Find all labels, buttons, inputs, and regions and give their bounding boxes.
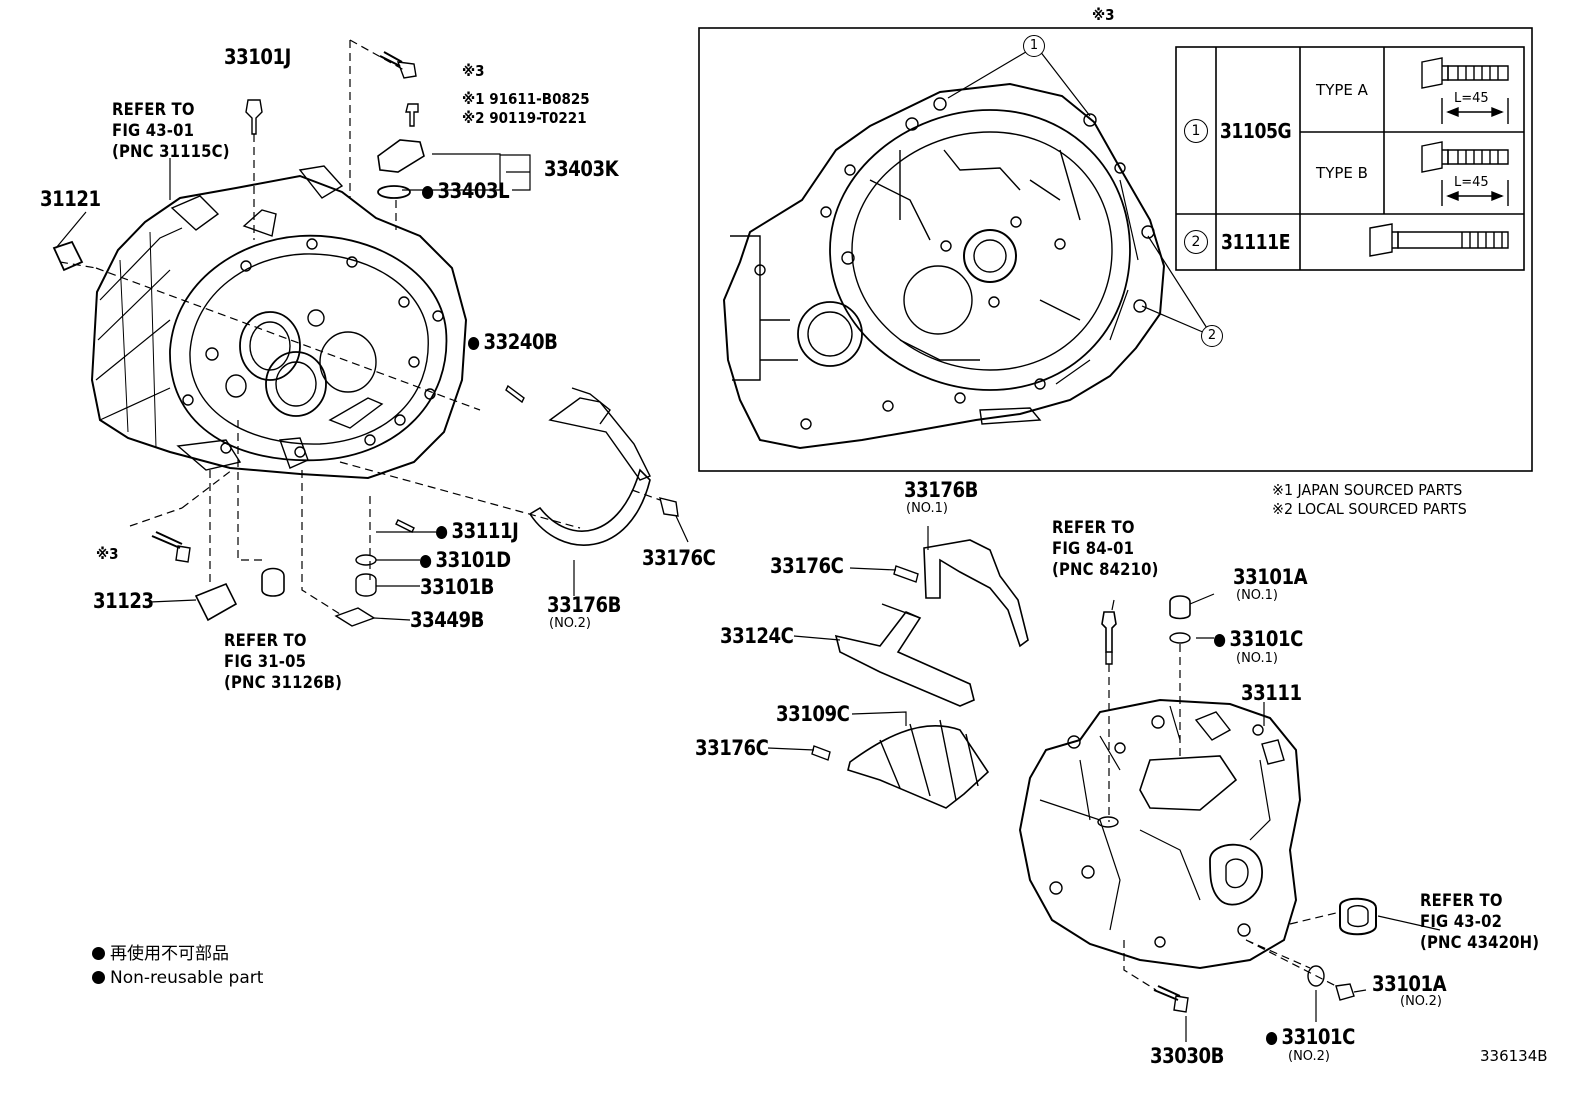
label-33176B-no2[interactable]: 33176B: [547, 593, 622, 617]
label-33030B[interactable]: 33030B: [1150, 1044, 1225, 1068]
table-type-b: TYPE B: [1316, 164, 1368, 182]
inset-frame: [698, 27, 1533, 472]
ref-japan-part[interactable]: ※1 91611-B0825: [462, 90, 590, 108]
inset-callout-1: 1: [1023, 35, 1045, 57]
right-small-parts: [811, 539, 1355, 1013]
label-31123[interactable]: 31123: [93, 589, 154, 613]
label-33101J[interactable]: 33101J: [224, 45, 291, 69]
table-row2-part: 31111E: [1221, 230, 1291, 254]
label-33403K[interactable]: 33403K: [544, 157, 619, 181]
table-len-b: L=45: [1454, 175, 1489, 190]
left-small-parts: [52, 39, 679, 627]
note-mark-3-left: ※3: [96, 545, 119, 563]
table-len-a: L=45: [1454, 91, 1489, 106]
table-row1-part: 31105G: [1219, 118, 1292, 143]
label-33449B[interactable]: 33449B: [410, 608, 485, 632]
transmission-case-drawing: [1018, 698, 1377, 970]
label-33176B-no1[interactable]: 33176B: [904, 478, 979, 502]
label-33176C-a[interactable]: 33176C: [642, 546, 716, 570]
inset-note-mark: ※3: [1092, 6, 1115, 24]
inset-callout-2: 2: [1201, 325, 1223, 347]
table-type-a: TYPE A: [1316, 80, 1368, 99]
label-no1-b: (NO.1): [1236, 588, 1278, 603]
label-33101C-no1[interactable]: 33101C: [1214, 629, 1303, 650]
label-33101B[interactable]: 33101B: [420, 575, 495, 599]
label-33176C-b[interactable]: 33176C: [770, 554, 844, 578]
label-33101A-no2[interactable]: 33101A: [1372, 972, 1447, 996]
label-no2-c: (NO.2): [1288, 1049, 1330, 1064]
leader-lines: [55, 153, 1441, 1042]
label-31121[interactable]: 31121: [40, 187, 101, 211]
label-no2-a: (NO.2): [549, 616, 591, 631]
note-local-sourced: ※2 LOCAL SOURCED PARTS: [1272, 500, 1467, 518]
label-33111J[interactable]: 33111J: [436, 521, 519, 542]
label-33101D[interactable]: 33101D: [420, 550, 511, 571]
note-japan-sourced: ※1 JAPAN SOURCED PARTS: [1272, 481, 1463, 499]
label-33240B[interactable]: 33240B: [468, 332, 558, 353]
ref-local-part[interactable]: ※2 90119-T0221: [462, 109, 587, 127]
label-no1-c: (NO.1): [1236, 651, 1278, 666]
legend-non-reusable-en: Non-reusable part: [92, 970, 263, 987]
bolt-drawings: [1369, 57, 1509, 257]
label-33111[interactable]: 33111: [1241, 681, 1302, 705]
table-row2-num: 2: [1176, 214, 1216, 270]
label-33101A-no1[interactable]: 33101A: [1233, 565, 1308, 589]
inset-housing-drawing: [722, 45, 1213, 450]
label-33176C-c[interactable]: 33176C: [695, 736, 769, 760]
label-33124C[interactable]: 33124C: [720, 624, 794, 648]
label-no2-b: (NO.2): [1400, 994, 1442, 1009]
legend-non-reusable-jp: 再使用不可部品: [92, 946, 229, 963]
label-33403L[interactable]: 33403L: [422, 181, 510, 202]
bolt-spec-table: [1175, 46, 1525, 271]
figure-id: 336134B: [1480, 1047, 1548, 1065]
note-mark-3-top: ※3: [462, 62, 485, 80]
transaxle-housing-drawing: [59, 165, 481, 480]
label-33101C-no2[interactable]: 33101C: [1266, 1027, 1355, 1048]
label-no1-a: (NO.1): [906, 501, 948, 516]
table-row1-num: 1: [1176, 47, 1216, 214]
label-33109C[interactable]: 33109C: [776, 702, 850, 726]
